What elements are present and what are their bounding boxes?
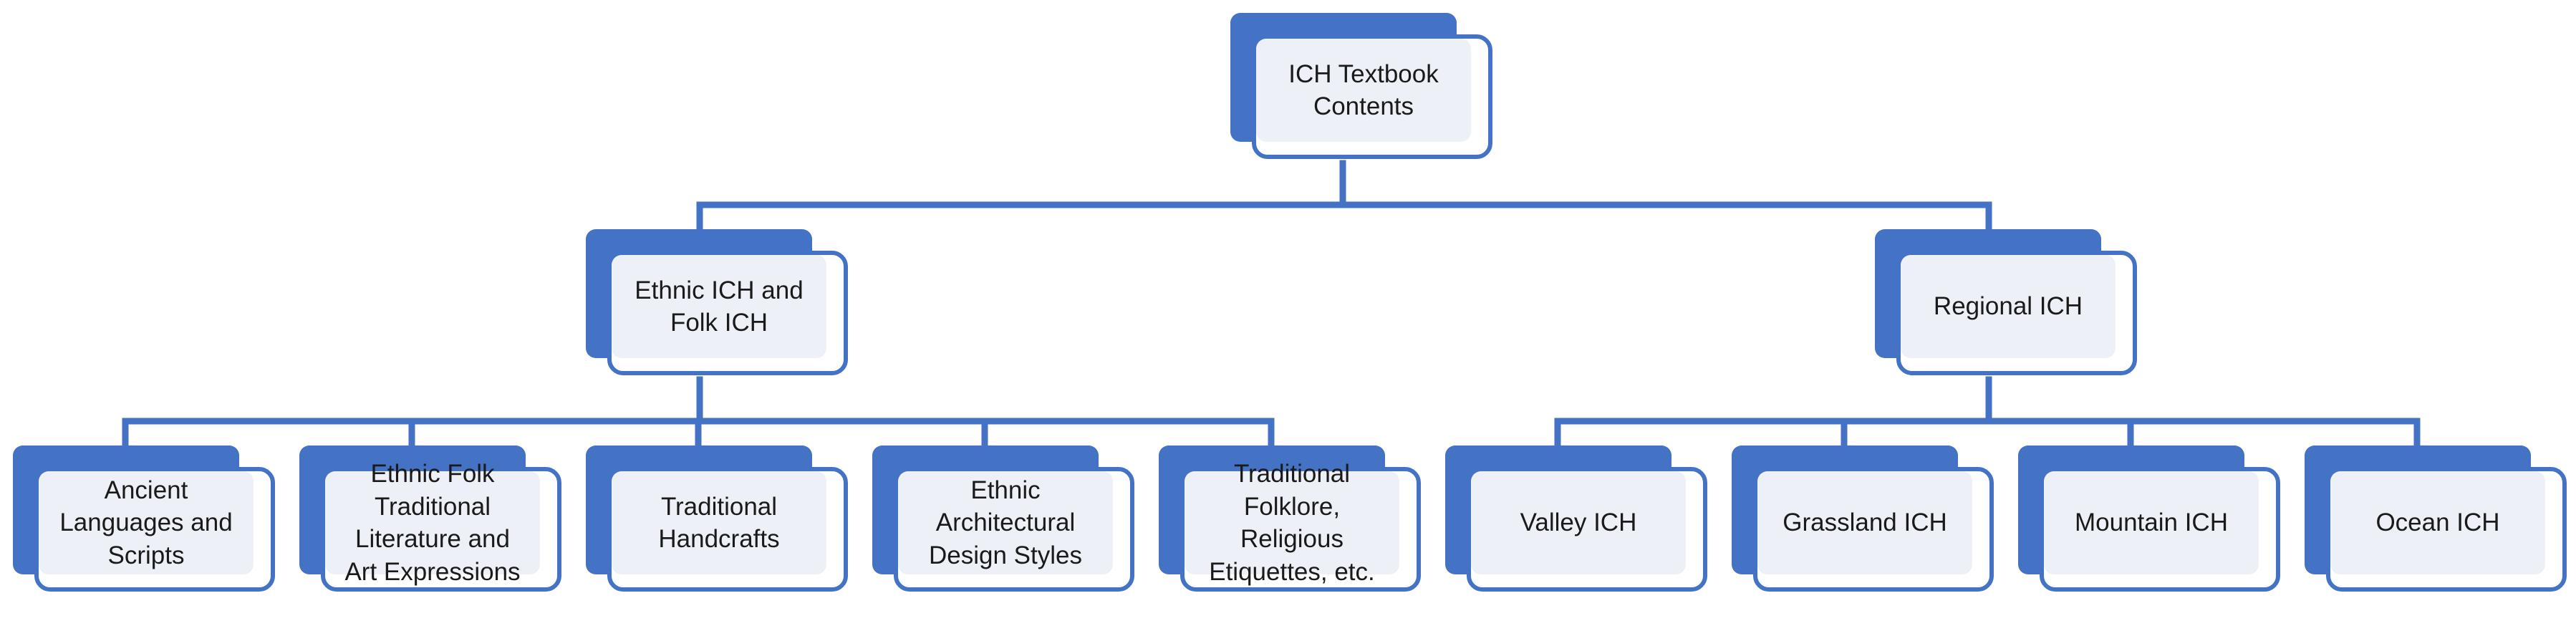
leaf-node-folk-literature: Ethnic Folk Traditional Literature and A…	[299, 445, 561, 592]
leaf-label: Traditional Folklore, Religious Etiquett…	[1185, 460, 1399, 586]
leaf-node-ancient-languages: Ancient Languages and Scripts	[13, 445, 275, 592]
root-node-label: ICH Textbook Contents	[1256, 39, 1471, 142]
leaf-node-architectural-design: Ethnic Architectural Design Styles	[872, 445, 1134, 592]
leaf-node-mountain-ich: Mountain ICH	[2018, 445, 2280, 592]
leaf-label: Ethnic Architectural Design Styles	[898, 471, 1113, 574]
category-label: Regional ICH	[1901, 255, 2116, 358]
leaf-node-valley-ich: Valley ICH	[1445, 445, 1707, 592]
leaf-label: Ocean ICH	[2330, 471, 2545, 574]
leaf-node-traditional-folklore: Traditional Folklore, Religious Etiquett…	[1159, 445, 1421, 592]
category-node-ethnic-folk-ich: Ethnic ICH and Folk ICH	[586, 229, 848, 375]
leaf-label: Mountain ICH	[2044, 471, 2259, 574]
leaf-label: Ancient Languages and Scripts	[39, 471, 254, 574]
leaf-node-grassland-ich: Grassland ICH	[1732, 445, 1994, 592]
leaf-label: Traditional Handcrafts	[612, 471, 826, 574]
category-label: Ethnic ICH and Folk ICH	[612, 255, 826, 358]
leaf-label: Grassland ICH	[1757, 471, 1972, 574]
leaf-label: Ethnic Folk Traditional Literature and A…	[325, 460, 540, 586]
leaf-node-ocean-ich: Ocean ICH	[2305, 445, 2567, 592]
leaf-label: Valley ICH	[1471, 471, 1686, 574]
leaf-node-traditional-handcrafts: Traditional Handcrafts	[586, 445, 848, 592]
root-node: ICH Textbook Contents	[1230, 13, 1492, 159]
category-node-regional-ich: Regional ICH	[1875, 229, 2137, 375]
